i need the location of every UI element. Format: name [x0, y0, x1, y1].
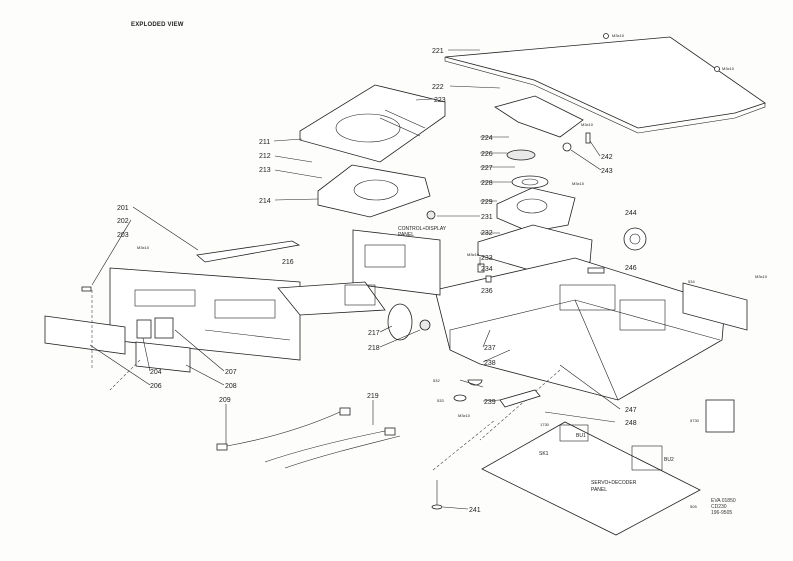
part-label: 201: [117, 205, 129, 212]
doc-code-line: EVA 01850: [711, 498, 736, 504]
control-panel-label-2: PANEL: [398, 232, 414, 238]
part-label: 221: [432, 48, 444, 55]
part-label: 233: [481, 255, 493, 262]
part-label: 203: [117, 232, 129, 239]
part-label: 234: [481, 266, 493, 273]
ref-label: 5730: [690, 418, 700, 423]
transformer-244: [623, 227, 647, 251]
control-display-pcb: [352, 229, 441, 296]
foot-241: [431, 480, 443, 510]
switch-block: [277, 281, 386, 316]
part-label: 214: [259, 198, 271, 205]
part-label: 229: [481, 199, 493, 206]
sled-bracket: [494, 95, 584, 138]
connector-label: SK1: [539, 451, 549, 457]
screw-label: M3x10: [722, 66, 735, 71]
part-label: 237: [484, 345, 496, 352]
servo-panel-label-2: PANEL: [591, 487, 607, 493]
part-label: 212: [259, 153, 271, 160]
part-label: 222: [432, 84, 444, 91]
part-label: 224: [481, 135, 493, 142]
part-label: 226: [481, 151, 493, 158]
part-label: 231: [481, 214, 493, 221]
turntable-assembly: [496, 149, 576, 233]
control-panel-label-1: CONTROL+DISPLAY: [398, 226, 447, 232]
arm-201: [196, 240, 301, 263]
small-parts: [453, 132, 605, 408]
screw-label: M3x10: [458, 413, 471, 418]
part-label: 242: [601, 154, 613, 161]
screw-markers-top: [603, 33, 720, 72]
doc-code-line: 196-9505: [711, 510, 733, 516]
ref-label: 1730: [540, 422, 550, 427]
servo-decoder-board: [481, 421, 701, 536]
doc-code-line: CD230: [711, 504, 727, 510]
part-label: 202: [117, 218, 129, 225]
part-label: 216: [282, 259, 294, 266]
screw-label: M3x10: [467, 252, 480, 257]
part-label: 211: [259, 139, 270, 146]
drive-belt: [387, 303, 413, 341]
part-label: 238: [484, 360, 496, 367]
cables: [216, 407, 401, 469]
rear-panel: [682, 282, 748, 331]
loader-deck: [317, 164, 431, 218]
alignment-lines: [91, 290, 561, 471]
part-number-labels: 221 222 223 211 224 226 212 242 213 227 …: [117, 48, 637, 514]
ref-label: 532: [433, 378, 440, 383]
transformer: [705, 399, 735, 433]
part-label: 232: [481, 230, 493, 237]
top-cover: [444, 36, 766, 134]
screw-label: M3x10: [755, 274, 768, 279]
screw-label: M3x10: [581, 122, 594, 127]
front-small-parts: [135, 317, 191, 373]
part-label: 209: [219, 397, 231, 404]
screw-label: M3x10: [137, 245, 150, 250]
part-label: 204: [150, 369, 162, 376]
misc-labels: CONTROL+DISPLAY PANEL SERVO+DECODER PANE…: [398, 226, 700, 509]
tray-door: [44, 315, 126, 355]
part-label: 246: [625, 265, 637, 272]
part-label: 217: [368, 330, 380, 337]
ref-label: 534: [688, 279, 695, 284]
part-label: 243: [601, 168, 613, 175]
screw-label: M3x10: [612, 33, 625, 38]
screw-label: M3x10: [572, 181, 585, 186]
part-label: 228: [481, 180, 493, 187]
page-title: EXPLODED VIEW: [131, 22, 184, 28]
ref-label: 505: [690, 504, 697, 509]
part-label: 227: [481, 165, 493, 172]
button-strip: [81, 286, 92, 292]
servo-panel-label-1: SERVO+DECODER: [591, 480, 637, 486]
document-code: EVA 01850 CD230 196-9505: [711, 498, 736, 516]
part-label: 213: [259, 167, 271, 174]
part-label: 218: [368, 345, 380, 352]
part-label: 236: [481, 288, 493, 295]
connector-label: BU2: [664, 457, 674, 463]
part-label: 241: [469, 507, 481, 514]
part-label: 207: [225, 369, 237, 376]
part-label: 239: [484, 399, 496, 406]
part-label: 206: [150, 383, 162, 390]
part-label: 223: [434, 97, 446, 104]
main-chassis: [434, 257, 726, 401]
part-label: 219: [367, 393, 379, 400]
disc-clamp: [426, 210, 436, 220]
ref-label: 533: [437, 398, 444, 403]
part-label: 247: [625, 407, 637, 414]
part-label: 208: [225, 383, 237, 390]
leader-lines: [89, 49, 621, 510]
connector-label: BU1: [576, 433, 586, 439]
pulley: [419, 319, 431, 331]
disc-tray: [299, 84, 446, 163]
screw-labels: M3x10 M3x10 M3x10 M3x10 M3x10 M3x10 M3x1…: [137, 33, 768, 418]
part-label: 248: [625, 420, 637, 427]
part-label: 244: [625, 210, 637, 217]
